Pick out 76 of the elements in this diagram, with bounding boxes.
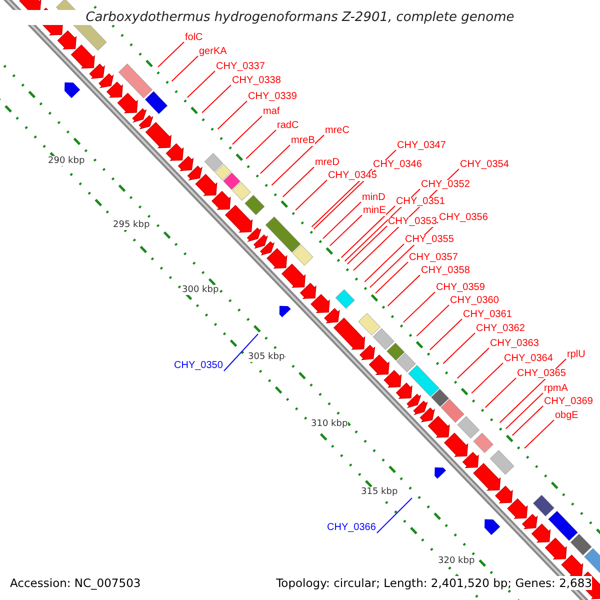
leader-line — [340, 206, 396, 258]
leader-line — [322, 202, 362, 240]
gene-label: CHY_0358 — [421, 266, 470, 276]
gene-label: CHY_0364 — [504, 354, 553, 364]
leader-line — [223, 334, 258, 372]
leader-line — [471, 362, 504, 394]
gene-label: radC — [277, 121, 299, 131]
leader-line — [271, 134, 324, 186]
gene-label: CHY_0351 — [396, 197, 445, 207]
gene-label: CHY_0354 — [460, 160, 509, 170]
gene-label: obgE — [555, 411, 578, 421]
leader-line — [429, 318, 462, 350]
scale-label: 290 kbp — [48, 156, 85, 166]
gene-label: CHY_0360 — [450, 296, 499, 306]
leader-line — [295, 180, 328, 211]
gene-label: minE — [363, 206, 386, 216]
leader-line — [346, 226, 388, 265]
genome-summary-text: Topology: circular; Length: 2,401,520 bp; Genes: 2,683 — [276, 576, 592, 590]
leader-line — [171, 56, 198, 82]
gene-label: maf — [263, 107, 280, 117]
gene-label: gerKA — [199, 47, 227, 57]
gene-label: CHY_0356 — [439, 213, 488, 223]
leader-line — [402, 292, 436, 323]
gene-label: CHY_0365 — [517, 369, 566, 379]
leader-line — [282, 166, 314, 198]
gene-label: CHY_0369 — [544, 397, 593, 407]
gene-label: CHY_0357 — [409, 253, 458, 263]
leader-line — [217, 100, 248, 130]
leader-line — [329, 214, 362, 246]
gene-label: CHY_0353 — [388, 217, 437, 227]
leader-line — [456, 348, 490, 379]
scale-label: 300 kbp — [182, 285, 219, 295]
gene-label: CHY_0366 — [327, 523, 376, 533]
gene-label: mreD — [315, 158, 340, 168]
leader-line — [416, 304, 450, 337]
gene-label: CHY_0362 — [476, 324, 525, 334]
gene-label: CHY_0361 — [463, 310, 512, 320]
gene-label: CHY_0363 — [490, 339, 539, 349]
gene-label: folC — [185, 33, 203, 43]
accession-text: Accession: NC_007503 — [10, 576, 141, 590]
gene-label: mreB — [291, 136, 315, 146]
leader-line — [376, 498, 412, 534]
gene-label: CHY_0346 — [373, 160, 422, 170]
leader-line — [246, 130, 276, 160]
gene-label: CHY_0355 — [405, 235, 454, 245]
leader-line — [484, 378, 516, 408]
leader-line — [524, 420, 554, 449]
gene-label: CHY_0339 — [248, 92, 297, 102]
gene-label: mreC — [325, 126, 350, 136]
leader-line — [375, 262, 408, 294]
leader-line — [186, 70, 216, 98]
leader-line — [158, 42, 184, 68]
leader-line — [344, 188, 420, 262]
leader-line — [364, 244, 404, 282]
gene-label: CHY_0347 — [397, 141, 446, 151]
leader-line — [260, 144, 290, 174]
gene-label: CHY_0359 — [436, 283, 485, 293]
leader-line — [232, 116, 262, 145]
gene-label: CHY_0352 — [421, 180, 470, 190]
scale-label: 310 kbp — [311, 419, 348, 429]
gene-label: CHY_0350 — [174, 361, 223, 371]
leader-line — [505, 392, 544, 430]
scale-label: 305 kbp — [248, 352, 285, 362]
gene-label: minD — [362, 193, 386, 203]
gene-label: CHY_0338 — [232, 76, 281, 86]
leader-line — [512, 406, 544, 436]
gene-label: CHY_0345 — [328, 171, 377, 181]
leader-line — [442, 332, 476, 364]
scale-label: 295 kbp — [113, 220, 150, 230]
scale-label: 315 kbp — [361, 487, 398, 497]
leader-line — [387, 274, 420, 306]
gene-label: rpmA — [544, 384, 568, 394]
scale-label: 320 kbp — [438, 556, 475, 566]
gene-label: rplU — [567, 350, 586, 360]
gene-label: CHY_0337 — [216, 62, 265, 72]
leader-line — [202, 84, 232, 114]
